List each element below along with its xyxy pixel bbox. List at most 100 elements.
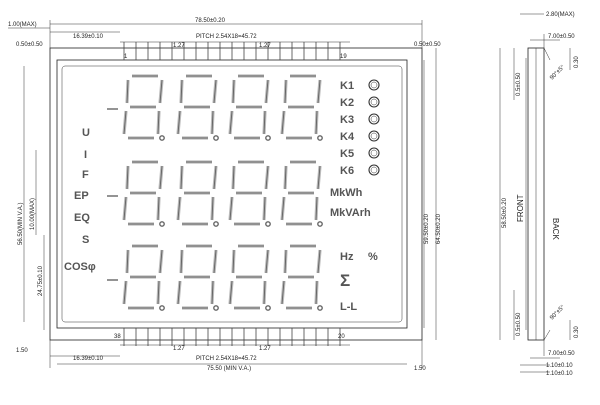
- segment-outline: [315, 280, 318, 305]
- segment-outline: [281, 196, 285, 221]
- segment-outline: [213, 249, 217, 274]
- dim-pin-offset: 24.75±0.10: [38, 265, 44, 296]
- indicator-k3-label: K3: [340, 114, 354, 126]
- segment-outline: [229, 110, 233, 135]
- side-back-label: BACK: [551, 218, 560, 240]
- segment-outline: [180, 249, 183, 274]
- segment-outline: [317, 165, 321, 190]
- seven-segment-digit: [228, 74, 271, 141]
- seven-segment-digit: [176, 244, 219, 311]
- unit-mkvarh: MkVArh: [330, 207, 371, 219]
- side-pin-len-top: 0.5±0.50: [516, 72, 522, 96]
- top-pin-row: [123, 42, 341, 60]
- segment-outline: [317, 79, 321, 104]
- label-eq: EQ: [74, 212, 90, 224]
- viewing-area-outline: [61, 65, 403, 323]
- side-pin-len-bottom: 0.5±0.50: [516, 312, 522, 336]
- side-height: 58.50±0.20: [502, 197, 508, 228]
- dim-overall-width: 78.50±0.20: [195, 18, 226, 24]
- side-dim-thickness-2: 1.10±0.10: [546, 371, 573, 377]
- segment-outline: [177, 110, 181, 135]
- dim-left-margin-bottom: 16.39±0.10: [73, 356, 104, 362]
- dim-va-width: 75.50 (MIN V.A.): [207, 366, 251, 372]
- seven-segment-digit: [122, 244, 165, 311]
- label-i: I: [84, 149, 87, 161]
- decimal-point: [213, 135, 219, 141]
- unit-percent: %: [368, 251, 378, 263]
- side-angle-bottom: 90°±5°: [549, 304, 566, 321]
- seven-segment-digit: [176, 74, 219, 141]
- decimal-point: [213, 221, 219, 227]
- segment-outline: [284, 79, 287, 104]
- segment-outline: [281, 280, 285, 305]
- indicator-k2-circle: [368, 96, 380, 108]
- seven-segment-digit: [280, 74, 323, 141]
- segment-outline: [284, 249, 287, 274]
- side-lead-bottom: [543, 329, 551, 356]
- segment-outline: [157, 280, 160, 305]
- indicator-k1-label: K1: [340, 80, 354, 92]
- unit-hz: Hz: [340, 251, 354, 263]
- decimal-point: [317, 221, 323, 227]
- dim-va-height: 56.50(MIN V.A.): [18, 203, 24, 245]
- segment-outline: [213, 79, 217, 104]
- pin-label-38: 38: [114, 334, 121, 340]
- segment-outline: [281, 110, 285, 135]
- dim-right-edge: 1.50: [414, 366, 426, 372]
- side-dim-max-thickness: 2.80(MAX): [546, 12, 575, 18]
- unit-line: L-L: [340, 301, 357, 313]
- dim-right-offset: 0.50±0.50: [414, 42, 441, 48]
- side-lead-th-bottom: 0.30: [574, 326, 580, 338]
- segment-outline: [284, 165, 287, 190]
- pin-label-1: 1: [124, 54, 128, 60]
- segment-outline: [232, 79, 235, 104]
- segment-outline: [317, 249, 321, 274]
- decimal-point: [265, 221, 271, 227]
- segment-outline: [211, 110, 214, 135]
- dim-max-thickness: 1.00(MAX): [8, 22, 37, 28]
- label-f: F: [82, 169, 89, 181]
- pin-label-19: 19: [340, 54, 347, 60]
- decimal-point: [265, 135, 271, 141]
- dim-inner-height: 59.50±0.20: [424, 213, 430, 244]
- label-s: S: [82, 234, 89, 246]
- side-lead-top: [543, 34, 551, 61]
- indicator-k4-inner: [370, 132, 378, 140]
- indicator-k4-label: K4: [340, 131, 355, 143]
- bottom-pin-row: [123, 328, 341, 346]
- dim-left-margin-top: 16.39±0.10: [73, 34, 104, 40]
- unit-sum: Σ: [340, 271, 350, 290]
- segment-outline: [315, 110, 318, 135]
- segment-outline: [126, 79, 129, 104]
- seven-segment-digits: [122, 74, 323, 311]
- dim-pin-spacing-b2: 1.27: [259, 346, 271, 352]
- segment-outline: [211, 196, 214, 221]
- segment-outline: [211, 280, 214, 305]
- pin-label-20: 20: [338, 334, 345, 340]
- segment-outline: [177, 280, 181, 305]
- seven-segment-digit: [280, 160, 323, 227]
- indicator-k6-label: K6: [340, 165, 354, 177]
- seven-segment-digit: [280, 244, 323, 311]
- side-dim-thickness-1: 1.10±0.10: [546, 363, 573, 369]
- side-dim-top-offset: 7.00±0.50: [548, 34, 575, 40]
- decimal-point: [213, 305, 219, 311]
- dim-pitch-top: PITCH 2.54X18=45.72: [196, 34, 257, 40]
- indicator-k1-circle: [368, 79, 380, 91]
- segment-outline: [126, 249, 129, 274]
- indicator-k3-circle: [368, 113, 380, 125]
- indicator-k1-inner: [370, 81, 378, 89]
- segment-outline: [159, 165, 163, 190]
- decimal-point: [159, 135, 165, 141]
- segment-outline: [263, 110, 266, 135]
- segment-outline: [159, 249, 163, 274]
- decimal-point: [317, 305, 323, 311]
- indicator-k4-circle: [368, 130, 380, 142]
- lcd-outer-outline: [49, 47, 423, 341]
- dim-pin-spacing-1: 1.27: [173, 43, 185, 49]
- seven-segment-digit: [228, 244, 271, 311]
- decimal-point: [317, 135, 323, 141]
- indicator-k6-inner: [370, 166, 378, 174]
- segment-outline: [315, 196, 318, 221]
